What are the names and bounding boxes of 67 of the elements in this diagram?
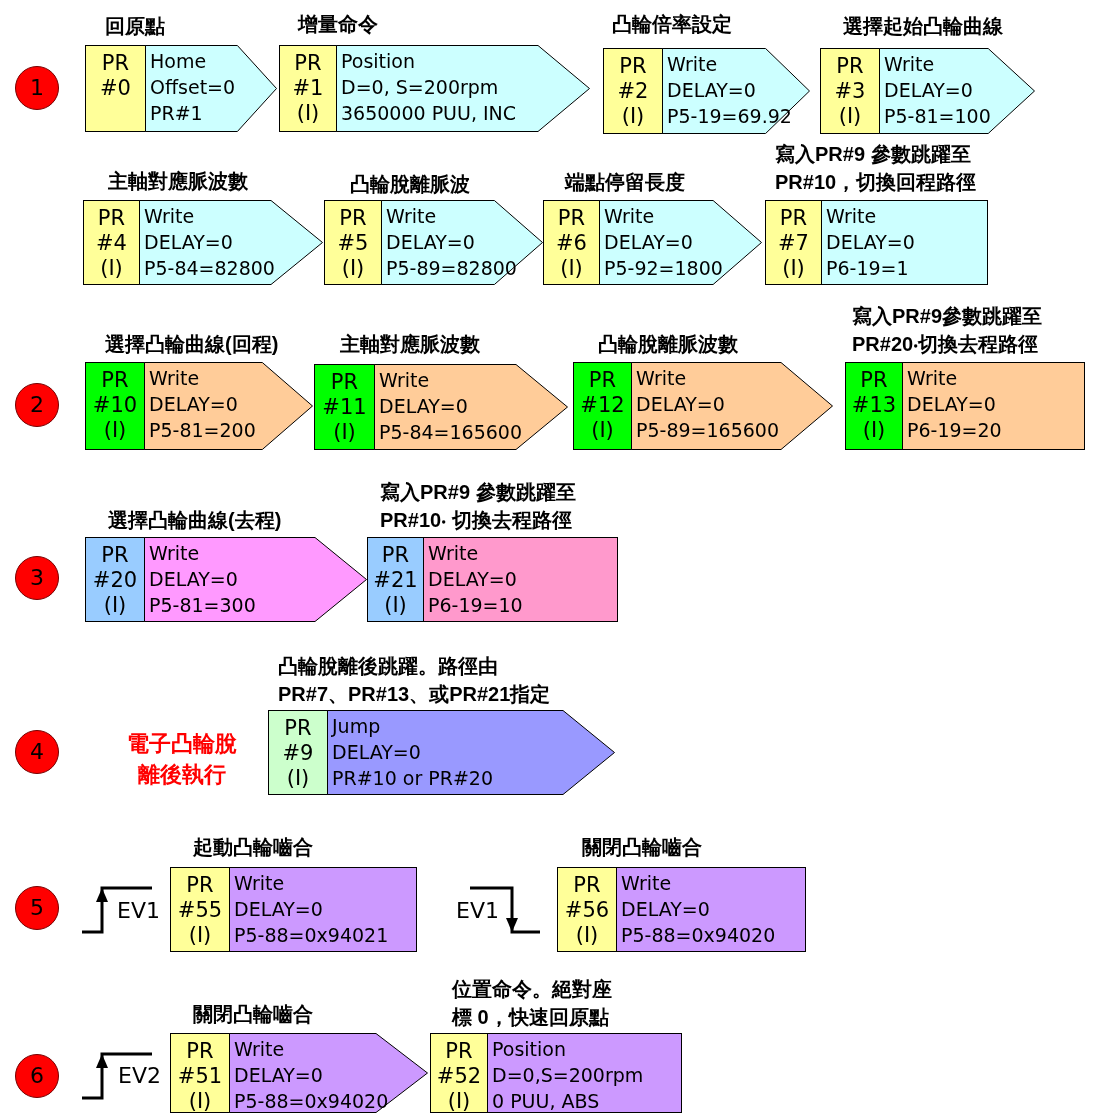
pr-number-cell: PR #13 (I) xyxy=(845,362,903,450)
block-heading: 選擇凸輪曲線(回程) xyxy=(105,332,280,357)
block-heading: 關閉凸輪嚙合 xyxy=(582,835,703,860)
pointed-command-box: Write DELAY=0 P5-92=1800 xyxy=(599,200,762,285)
step-number-badge: 1 xyxy=(15,66,59,110)
step-number-badge: 3 xyxy=(15,556,59,600)
pr-number-cell: PR #12 (I) xyxy=(573,362,632,450)
pointed-command-box: Write DELAY=0 P5-88=0x94020 xyxy=(229,1033,428,1113)
pr-number-cell: PR #2 (I) xyxy=(603,48,663,134)
step-number-badge: 4 xyxy=(15,730,59,774)
block-heading: 寫入PR#9 參數跳躍至PR#10‧ 切換去程路徑 xyxy=(380,480,577,533)
block-heading: 關閉凸輪嚙合 xyxy=(193,1002,314,1027)
pointed-command-box: Write DELAY=0 P5-89=165600 xyxy=(631,362,833,450)
block-heading: 端點停留長度 xyxy=(565,170,686,195)
pr-number-cell: PR #5 (I) xyxy=(324,200,382,285)
step-number-badge: 5 xyxy=(15,886,59,930)
block-heading: 凸輪脫離脈波 xyxy=(350,172,471,197)
pr-number-cell: PR #0 xyxy=(85,45,146,132)
block-heading: 主軸對應脈波數 xyxy=(108,169,249,194)
pointed-command-box: Write DELAY=0 P5-89=82800 xyxy=(381,200,543,285)
pointed-command-box: Write DELAY=0 P5-81=300 xyxy=(144,537,367,622)
pointed-command-box: Position D=0, S=200rpm 3650000 PUU, INC xyxy=(336,45,590,132)
pr-number-cell: PR #55 (I) xyxy=(170,867,230,952)
pointed-command-box: Write DELAY=0 P5-81=100 xyxy=(879,48,1035,134)
block-heading: 增量命令 xyxy=(298,12,379,37)
block-heading: 寫入PR#9參數跳躍至PR#20‧切換去程路徑 xyxy=(852,304,1044,357)
block-heading: 選擇凸輪曲線(去程) xyxy=(108,508,283,533)
signal-label: EV2 xyxy=(118,1062,162,1090)
note-text: 電子凸輪脫離後執行 xyxy=(126,730,238,789)
pointed-command-box: Write DELAY=0 P5-19=69.92 xyxy=(662,48,810,134)
pointed-command-box: Write DELAY=0 P5-84=165600 xyxy=(374,364,568,450)
pr-number-cell: PR #7 (I) xyxy=(765,200,822,285)
command-box: Write DELAY=0 P6-19=20 xyxy=(902,362,1085,450)
block-heading: 主軸對應脈波數 xyxy=(340,332,481,357)
pr-number-cell: PR #56 (I) xyxy=(557,867,617,952)
pr-number-cell: PR #6 (I) xyxy=(543,200,600,285)
pr-number-cell: PR #21 (I) xyxy=(367,537,424,622)
pr-number-cell: PR #52 (I) xyxy=(430,1033,488,1113)
pointed-command-box: Home Offset=0 PR#1 xyxy=(145,45,277,132)
signal-label: EV1 xyxy=(456,897,500,925)
command-box: Position D=0,S=200rpm 0 PUU, ABS xyxy=(487,1033,682,1113)
pointed-command-box: Write DELAY=0 P5-84=82800 xyxy=(139,200,323,285)
block-heading: 位置命令。絕對座標 0，快速回原點 xyxy=(452,977,613,1030)
pr-number-cell: PR #1 (I) xyxy=(279,45,337,132)
block-heading: 寫入PR#9 參數跳躍至PR#10，切換回程路徑 xyxy=(775,142,978,195)
block-heading: 凸輪脫離後跳躍。路徑由PR#7、PR#13、或PR#21指定 xyxy=(278,654,552,707)
pr-number-cell: PR #10 (I) xyxy=(85,362,145,450)
pr-number-cell: PR #51 (I) xyxy=(170,1033,230,1113)
pointed-command-box: Jump DELAY=0 PR#10 or PR#20 xyxy=(327,710,615,795)
block-heading: 回原點 xyxy=(105,14,166,39)
command-box: Write DELAY=0 P6-19=10 xyxy=(423,537,618,622)
pr-number-cell: PR #4 (I) xyxy=(83,200,140,285)
pr-number-cell: PR #3 (I) xyxy=(820,48,880,134)
pr-number-cell: PR #11 (I) xyxy=(314,364,375,450)
block-heading: 凸輪倍率設定 xyxy=(612,12,733,37)
step-number-badge: 6 xyxy=(15,1054,59,1098)
command-box: Write DELAY=0 P6-19=1 xyxy=(821,200,988,285)
pointed-command-box: Write DELAY=0 P5-81=200 xyxy=(144,362,313,450)
pr-number-cell: PR #20 (I) xyxy=(85,537,145,622)
pr-number-cell: PR #9 (I) xyxy=(268,710,328,795)
command-box: Write DELAY=0 P5-88=0x94021 xyxy=(229,867,417,952)
signal-label: EV1 xyxy=(117,897,161,925)
block-heading: 凸輪脫離脈波數 xyxy=(598,332,739,357)
block-heading: 起動凸輪嚙合 xyxy=(193,835,314,860)
command-box: Write DELAY=0 P5-88=0x94020 xyxy=(616,867,806,952)
step-number-badge: 2 xyxy=(15,383,59,427)
block-heading: 選擇起始凸輪曲線 xyxy=(843,14,1004,39)
